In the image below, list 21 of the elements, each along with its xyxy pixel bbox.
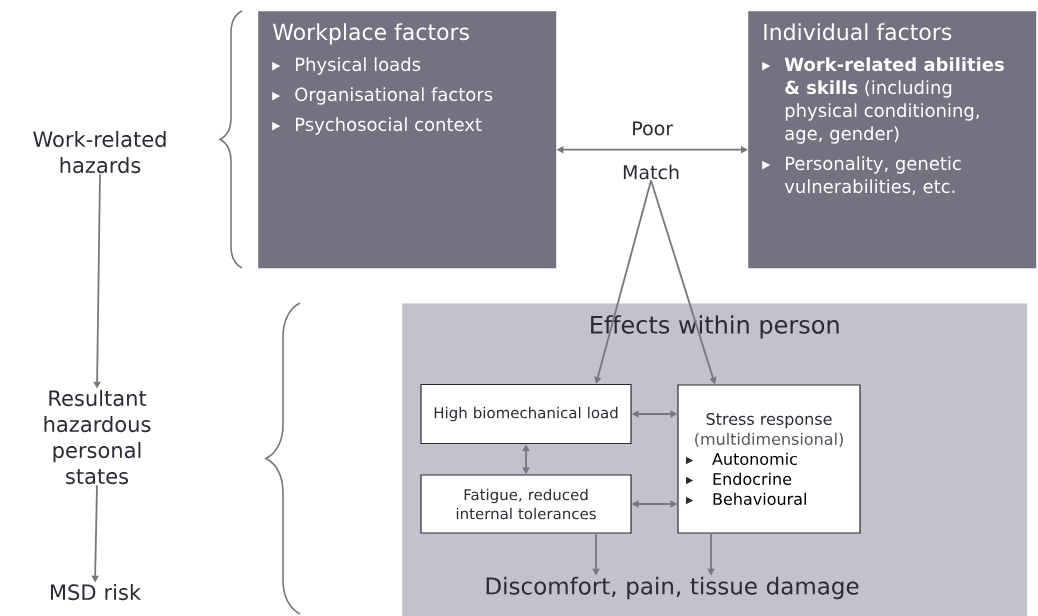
box-heading: Workplace factors — [272, 23, 469, 45]
box-text: Fatigue, reduced internal tolerances — [456, 488, 596, 520]
side-label: MSD risk — [50, 583, 142, 601]
bullet-text: Behavioural — [713, 492, 806, 506]
bullet-text: Organisational factors — [295, 87, 493, 105]
box-heading: Individual factors — [764, 23, 952, 41]
bullet-text: Physical loads — [296, 57, 421, 75]
box-heading: Stress response — [706, 412, 832, 429]
bullet-text: Autonomic — [712, 452, 797, 466]
outcome-label: Discomfort, pain, tissue damage — [486, 576, 859, 600]
box-text: High biomechanical load — [434, 406, 618, 422]
match-label: Match — [623, 164, 679, 180]
bullet-text: Personality, genetic vulnerabilities, etc. — [784, 156, 961, 195]
edge-label: Poor — [629, 119, 676, 138]
bullet-text: Endocrine — [713, 472, 792, 486]
side-label: Resultant hazardous personal states — [44, 389, 151, 485]
side-label: Work-related hazards — [33, 130, 166, 174]
bullet-text: Work-related abilities & skills (including physical conditioning, age, gender) — [784, 57, 1004, 144]
band-title: Effects within person — [591, 315, 839, 339]
bullet-text: Psychosocial context — [296, 117, 482, 135]
box-subheading: (multidimensional) — [695, 432, 843, 447]
